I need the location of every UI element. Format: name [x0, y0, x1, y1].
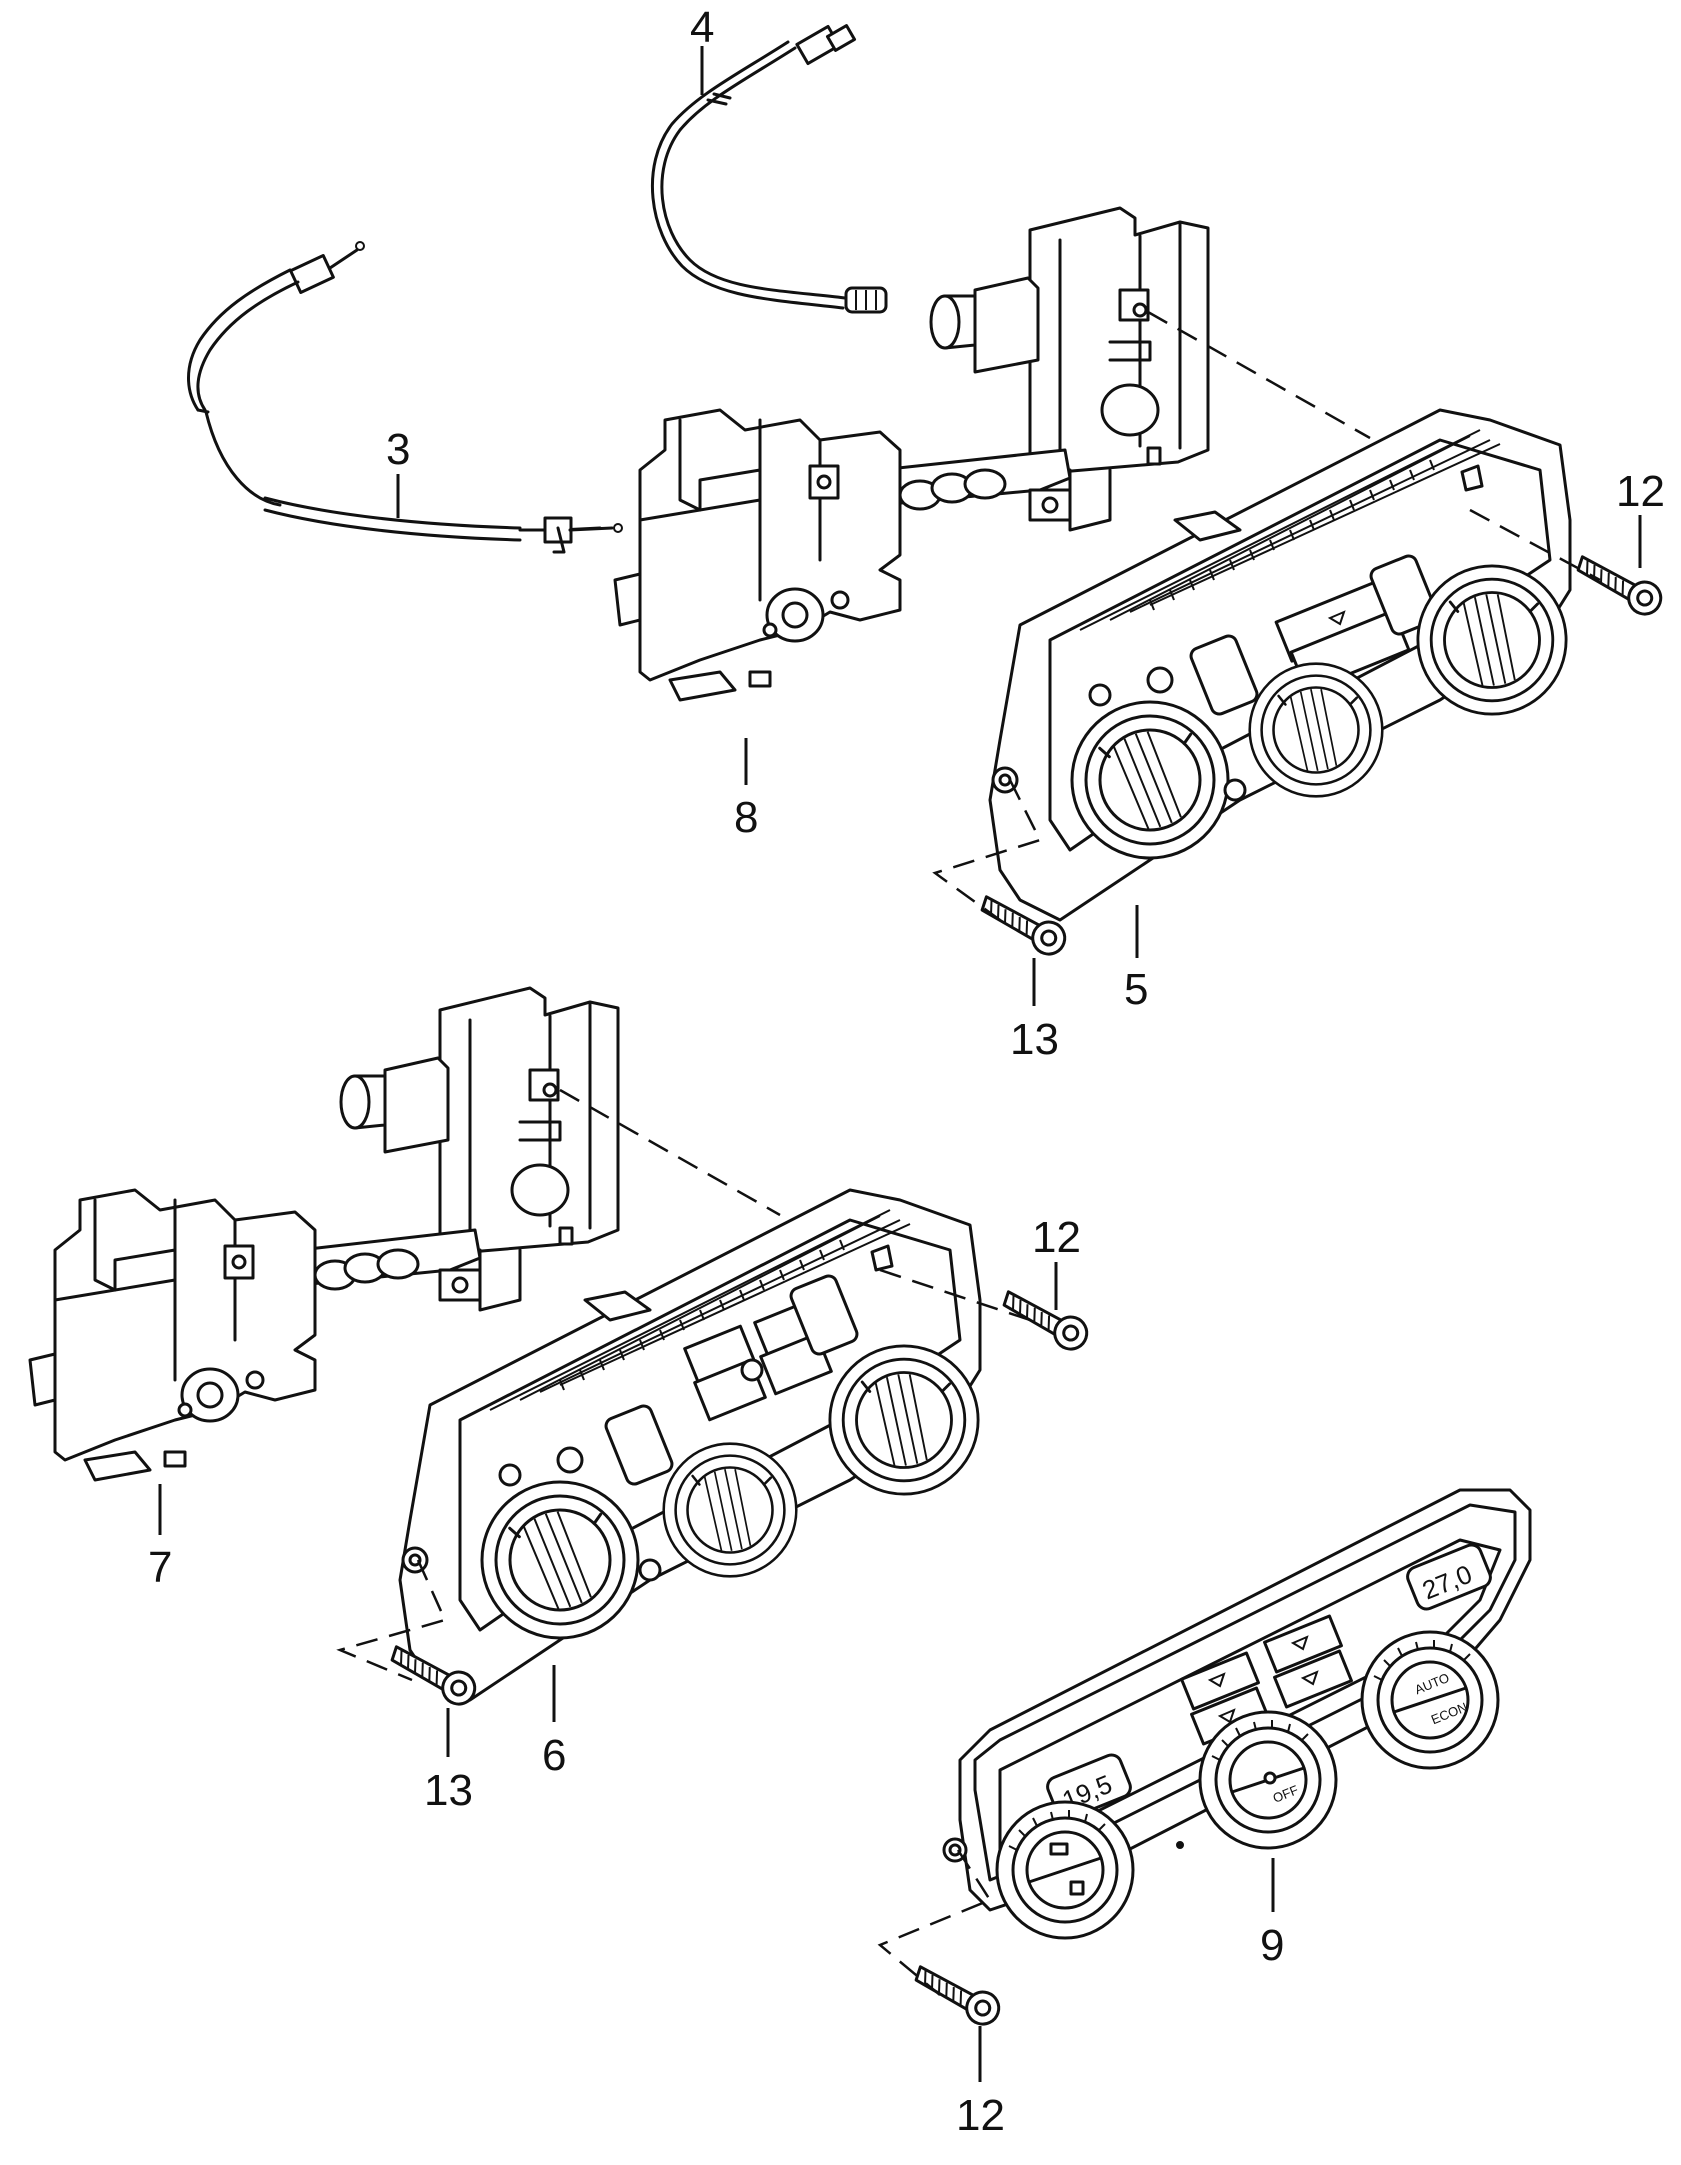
assembly-line — [1147, 310, 1371, 440]
callout-6: 6 — [542, 1731, 566, 1780]
assembly-line — [877, 1849, 992, 1996]
screw-12-lower — [907, 1965, 1006, 2030]
screw-12-middle — [995, 1290, 1094, 1355]
callout-3: 3 — [386, 425, 410, 474]
callout-12b: 12 — [1032, 1213, 1081, 1262]
callout-9: 9 — [1260, 1921, 1284, 1970]
screw-12-upper — [1569, 555, 1668, 620]
callout-13a: 13 — [1010, 1015, 1059, 1064]
assembly-line — [1469, 508, 1601, 582]
knob-left — [995, 1800, 1135, 1940]
callout-8: 8 — [734, 793, 758, 842]
cable-3 — [187, 241, 623, 554]
assembly-line — [559, 1088, 781, 1217]
callout-12a: 12 — [1616, 467, 1665, 516]
assembly-line — [932, 779, 1042, 922]
cable-4 — [651, 24, 888, 314]
callout-13b: 13 — [424, 1766, 473, 1815]
callout-7: 7 — [148, 1543, 172, 1592]
callout-4: 4 — [690, 3, 714, 52]
control-unit-9: 19,5 27,0 OFF — [942, 1488, 1532, 1940]
control-unit-6 — [398, 1188, 982, 1702]
assembly-line — [879, 1268, 1031, 1322]
callout-12c: 12 — [956, 2091, 1005, 2140]
bracket-7 — [28, 986, 620, 1482]
bracket-8 — [613, 206, 1210, 702]
assembly-line — [336, 1559, 447, 1682]
knob-right: AUTO ECON — [1360, 1630, 1500, 1770]
control-unit-5 — [988, 408, 1572, 922]
callout-5: 5 — [1124, 965, 1148, 1014]
knob-center: OFF — [1198, 1710, 1338, 1850]
